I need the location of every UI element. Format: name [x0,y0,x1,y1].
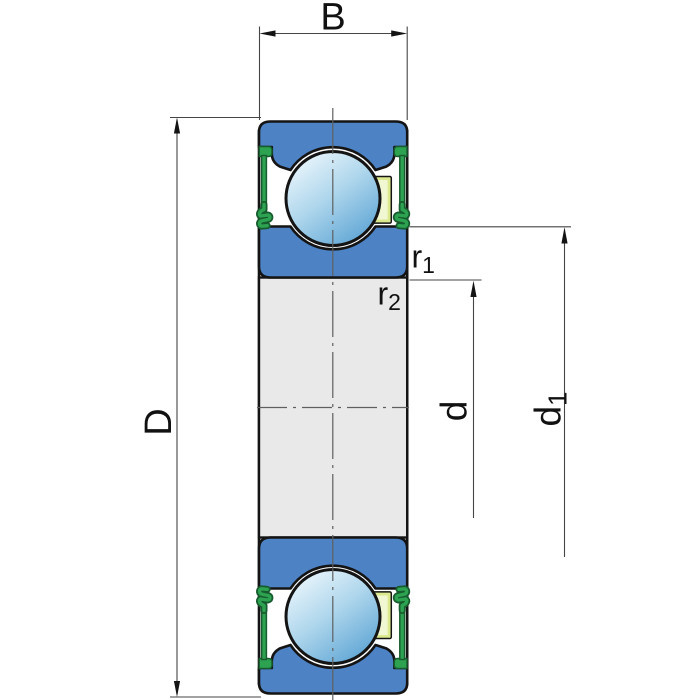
dim-arrow-up [173,117,181,134]
label-bore-diameter-d: d [434,401,475,422]
dim-arrow-right [391,30,408,37]
seal-top-left [259,147,272,227]
seal-top-right [394,147,407,227]
centerlines [257,108,409,700]
dim-arrow-up [470,280,477,297]
dim-arrow-up [561,227,568,244]
label-shoulder-diameter-d1: d1 [528,391,573,426]
dim-arrow-down [173,681,181,697]
dimensions: B D d d1 r1 r2 [138,0,573,698]
dim-D: D [138,116,261,698]
label-fillet-r2: r2 [378,276,401,316]
label-fillet-r1: r1 [412,239,435,279]
dim-d: d [409,279,482,518]
label-width-B: B [320,0,345,39]
dim-B: B [258,0,408,120]
label-outer-diameter-D: D [138,408,180,435]
dim-arrow-left [259,30,276,37]
seal-bottom-left [259,589,272,669]
dim-d1: d1 [409,226,573,557]
seal-bottom-right [394,589,407,669]
